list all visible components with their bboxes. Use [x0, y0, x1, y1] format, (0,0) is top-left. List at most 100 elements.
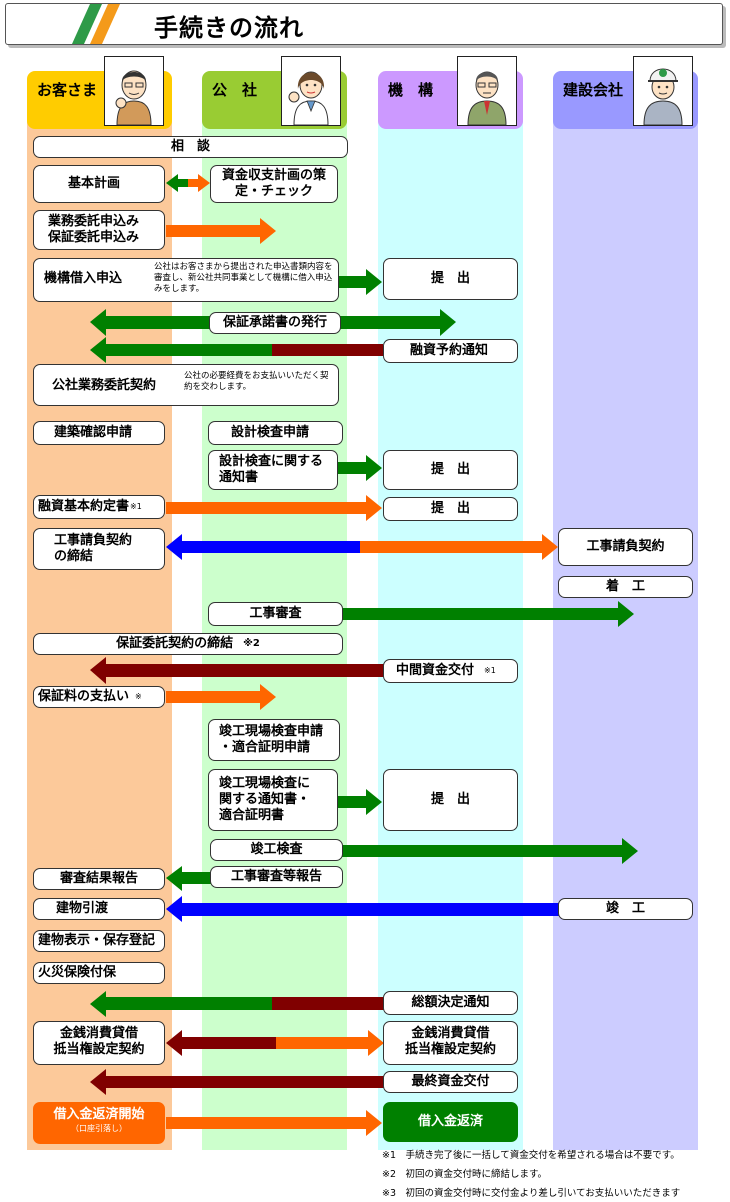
step-construction-review: 工事審査 — [208, 602, 343, 626]
arrow-guarantee-fee — [166, 684, 276, 710]
arrow-loan-basic — [166, 495, 382, 521]
step-completion-inspect: 竣工検査 — [210, 839, 343, 861]
step-consult: 相 談 — [33, 136, 348, 158]
lane-label-organization: 機 構 — [388, 81, 434, 99]
step-submit-3: 提 出 — [383, 497, 518, 521]
step-guarantee-apply-label: 保証委託申込み — [48, 230, 140, 245]
step-guarantee-contract-label: 保証委託契約の締結 — [116, 636, 234, 651]
step-loan-apply-label: 機構借入申込 — [44, 271, 123, 286]
arrow-loan-notice-green — [90, 337, 272, 363]
step-review-report-label: 審査結果報告 — [59, 871, 138, 886]
arrow-total-green — [90, 991, 272, 1017]
step-total-amount-notice: 総額決定通知 — [383, 991, 518, 1015]
arrow-final-fund — [90, 1069, 384, 1095]
step-basic-plan-label: 基本計画 — [68, 176, 121, 191]
arrow-interim-fund — [90, 657, 384, 684]
step-construction-contract-builder-label: 工事請負契約 — [586, 539, 665, 554]
arrow-design-notice — [338, 455, 382, 481]
arrow-loan-notice-maroon — [270, 344, 383, 356]
step-fund-plan-label: 資金収支計画の策定・チェック — [221, 168, 326, 199]
step-building-confirm: 建築確認申請 — [33, 421, 165, 445]
step-submit-1-label: 提 出 — [430, 271, 470, 286]
step-repay: 借入金返済 — [383, 1102, 518, 1142]
step-final-fund-label: 最終資金交付 — [411, 1074, 490, 1089]
step-start-work-label: 着 工 — [605, 579, 645, 594]
step-completion-notice-line2: 関する通知書・ — [219, 792, 311, 807]
lane-label-builder: 建設会社 — [563, 81, 624, 99]
step-completion-notice: 竣工現場検査に 関する通知書・ 適合証明書 — [208, 769, 338, 831]
step-loan-contract-customer-line2: 抵当権設定契約 — [53, 1042, 145, 1057]
step-completion: 竣 工 — [558, 898, 693, 920]
step-construction-contract-builder: 工事請負契約 — [558, 528, 693, 566]
step-completion-apply: 竣工現場検査申請 ・適合証明申請 — [208, 719, 340, 761]
step-completion-apply-line2: ・適合証明申請 — [219, 740, 311, 755]
step-guarantee-fee: 保証料の支払い ※ — [33, 686, 165, 708]
page-title: 手続きの流れ — [154, 14, 304, 42]
step-interim-fund-mark: ※1 — [484, 666, 496, 675]
step-basic-plan: 基本計画 — [33, 165, 165, 203]
corporation-person-icon — [281, 56, 341, 126]
footnote-2: ※2 初回の資金交付時に締結します。 — [382, 1169, 548, 1180]
step-interim-fund-label: 中間資金交付 — [396, 663, 475, 678]
arrow-review — [342, 601, 634, 627]
step-fire-insurance-label: 火災保険付保 — [38, 965, 117, 980]
customer-person-icon — [104, 56, 164, 126]
step-completion-inspect-label: 竣工検査 — [250, 842, 303, 857]
step-handover: 建物引渡 — [33, 898, 165, 920]
footnote-1: ※1 手続き完了後に一括して資金交付を希望される場合は不要です。 — [382, 1150, 680, 1161]
step-guarantee-issue: 保証承諾書の発行 — [209, 312, 341, 334]
lane-builder — [553, 100, 698, 1150]
arrow-guarantee-right — [340, 309, 456, 336]
step-interim-fund: 中間資金交付 ※1 — [383, 659, 518, 683]
step-consult-label: 相 談 — [170, 139, 210, 154]
step-business-contract-note: 公社の必要経費をお支払いいただく契約を交わします。 — [184, 371, 329, 392]
step-repay-start-sub: （口座引落し） — [71, 1124, 127, 1133]
step-repay-label: 借入金返済 — [417, 1114, 483, 1129]
title-bar: 手続きの流れ — [5, 3, 723, 45]
step-construction-review-label: 工事審査 — [249, 606, 302, 621]
arrow-contract-right — [360, 534, 558, 560]
arrow-review-report — [166, 866, 212, 891]
step-loan-notice: 融資予約通知 — [383, 339, 518, 363]
arrow-apply — [166, 218, 276, 244]
arrow-contract-left — [166, 534, 362, 560]
step-guarantee-fee-label: 保証料の支払い — [38, 689, 130, 704]
arrow-loan-apply — [338, 269, 382, 295]
step-submit-2-label: 提 出 — [430, 462, 470, 477]
step-fund-plan: 資金収支計画の策定・チェック — [210, 165, 338, 203]
step-loan-basic-contract: 融資基本約定書 ※1 — [33, 495, 165, 519]
step-construction-contract-line1: 工事請負契約 — [54, 533, 133, 548]
step-submit-1: 提 出 — [383, 258, 518, 300]
step-handover-label: 建物引渡 — [56, 901, 109, 916]
arrow-plan-to-corporation — [188, 174, 210, 192]
arrow-loan-contract-right — [276, 1030, 384, 1056]
step-repay-start-label: 借入金返済開始 — [53, 1107, 145, 1122]
step-completion-label: 竣 工 — [605, 901, 645, 916]
step-submit-3-label: 提 出 — [430, 501, 470, 516]
step-registration: 建物表示・保存登記 — [33, 930, 165, 952]
step-design-inspect-apply: 設計検査申請 — [208, 421, 343, 445]
step-loan-contract-organization: 金銭消費貸借 抵当権設定契約 — [383, 1021, 518, 1065]
step-review-report: 審査結果報告 — [33, 868, 165, 890]
step-design-inspect-apply-label: 設計検査申請 — [231, 425, 310, 440]
step-loan-apply: 機構借入申込 公社はお客さまから提出された申込書類内容を審査し、新公社共同事業と… — [33, 258, 339, 302]
step-apply: 業務委託申込み 保証委託申込み — [33, 210, 165, 250]
step-construction-review-report-label: 工事審査等報告 — [230, 869, 322, 884]
step-total-amount-notice-label: 総額決定通知 — [411, 995, 490, 1010]
arrow-completion-notice — [338, 789, 382, 815]
step-final-fund: 最終資金交付 — [383, 1071, 518, 1093]
step-fire-insurance: 火災保険付保 — [33, 962, 165, 984]
arrow-guarantee-left — [90, 309, 210, 336]
step-guarantee-contract: 保証委託契約の締結 ※2 — [33, 633, 343, 655]
lane-label-customer: お客さま — [37, 81, 98, 99]
step-start-work: 着 工 — [558, 576, 693, 598]
step-submit-4-label: 提 出 — [430, 792, 470, 807]
arrow-plan-to-customer — [166, 174, 188, 192]
step-loan-basic-contract-label: 融資基本約定書 — [38, 499, 130, 514]
step-guarantee-fee-mark: ※ — [135, 692, 142, 701]
step-construction-review-report: 工事審査等報告 — [210, 866, 343, 888]
step-business-apply-label: 業務委託申込み — [48, 214, 140, 229]
step-guarantee-contract-mark: ※2 — [243, 638, 260, 649]
step-loan-apply-note: 公社はお客さまから提出された申込書類内容を審査し、新公社共同事業として機構に借入… — [154, 262, 333, 294]
